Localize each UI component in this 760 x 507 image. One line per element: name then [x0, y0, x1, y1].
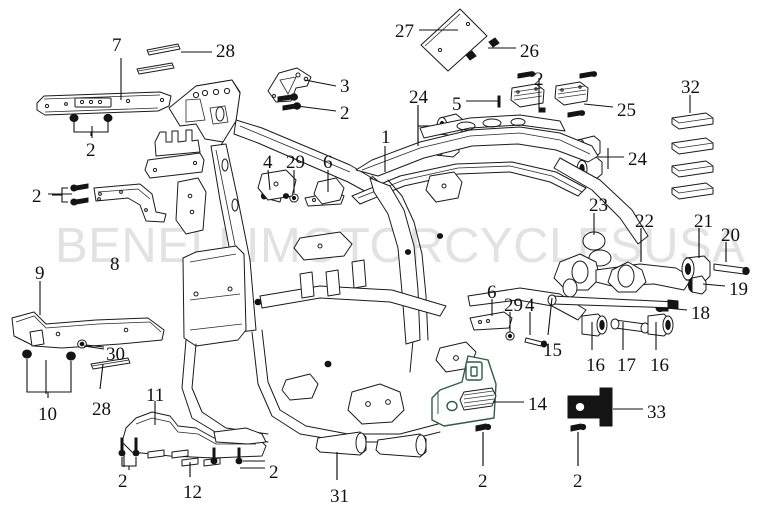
part-4-pin-bolt-lower: [524, 337, 548, 348]
callout-number-c27: 27: [395, 21, 414, 42]
leader-line-19: [702, 283, 726, 287]
part-28-rubber-strips-top: [136, 43, 181, 75]
callout-number-c5: 5: [452, 94, 462, 115]
part-6-link-plate-lower: [469, 311, 513, 331]
part-2-bolts-guard: [118, 437, 265, 470]
part-10-rail-bolts: [22, 349, 76, 398]
part-25-clamp-blocks: [510, 71, 598, 118]
callout-number-c25: 25: [617, 100, 636, 121]
part-33-stand-bracket: [567, 387, 613, 427]
callout-number-c8: 8: [110, 254, 120, 275]
callout-number-c7: 7: [112, 35, 122, 56]
leader-line-4: [267, 169, 271, 191]
callout-number-c26: 26: [520, 41, 539, 62]
callout-number-c29a: 29: [286, 152, 305, 173]
callout-number-c2e: 2: [118, 471, 128, 492]
callout-number-c20: 20: [721, 225, 740, 246]
callout-number-c19: 19: [729, 279, 748, 300]
leader-line-30: [83, 345, 105, 350]
callout-number-c15: 15: [543, 340, 562, 361]
leader-line-3: [304, 79, 337, 87]
callout-number-c3: 3: [340, 76, 350, 97]
part-28-rubber-strip-lower: [90, 357, 131, 370]
part-32-spacer-plates: [671, 112, 714, 200]
part-16-bush-sleeve-left: [581, 313, 608, 337]
callout-number-c12: 12: [183, 482, 202, 503]
callout-number-c29b: 29: [504, 295, 523, 316]
callout-number-c2a: 2: [86, 140, 96, 161]
callout-number-c6a: 6: [323, 152, 333, 173]
part-16-bush-sleeve-right: [647, 313, 674, 337]
callout-number-c2c: 2: [32, 186, 42, 207]
part-22-rear-link-assembly: [553, 228, 693, 298]
leader-line-18: [665, 307, 688, 311]
callout-number-c2d: 2: [534, 69, 544, 90]
part-1-main-frame-assembly: [144, 79, 649, 443]
callout-number-c9: 9: [35, 263, 45, 284]
callout-number-c23: 23: [589, 195, 608, 216]
part-9-lower-side-rail: [11, 311, 165, 349]
callout-number-c32: 32: [681, 77, 700, 98]
part-17-pivot-sleeve: [610, 318, 650, 334]
callout-number-c28a: 28: [216, 41, 235, 62]
part-21-collar: [681, 228, 711, 283]
callout-number-c24b: 24: [628, 149, 647, 170]
callout-number-c2f: 2: [269, 462, 279, 483]
part-14-footpeg-bracket: [431, 355, 497, 427]
callout-number-c2g: 2: [478, 471, 488, 492]
part-2-bolts-for-bracket-3: [277, 93, 301, 111]
callout-number-c2h: 2: [573, 471, 583, 492]
callout-number-c4b: 4: [525, 295, 535, 316]
callout-number-c14: 14: [528, 394, 547, 415]
leader-line-2: [296, 105, 337, 112]
leader-line-28: [99, 363, 104, 390]
callout-number-c31: 31: [330, 486, 349, 507]
leader-line-25: [583, 103, 614, 108]
callout-number-c16a: 16: [586, 355, 605, 376]
part-7-upper-cross-rail: [36, 91, 172, 116]
callout-number-c11: 11: [146, 385, 165, 406]
part-31-distance-tubes: [315, 431, 427, 480]
callout-number-c30: 30: [106, 344, 125, 365]
part-2-bolts-for-rail-7: [69, 113, 113, 136]
callout-number-c24a: 24: [409, 87, 428, 108]
callout-number-c16b: 16: [650, 355, 669, 376]
callout-leader-lines: [39, 29, 727, 480]
callout-number-c28b: 28: [92, 399, 111, 420]
callout-number-c33: 33: [647, 402, 666, 423]
callout-number-c4a: 4: [263, 152, 273, 173]
callout-number-c18: 18: [691, 303, 710, 324]
part-11-engine-under-guard: [121, 411, 267, 459]
callout-number-c21: 21: [694, 211, 713, 232]
callout-number-c22: 22: [635, 211, 654, 232]
callout-number-c17: 17: [617, 355, 636, 376]
callout-number-c2b: 2: [340, 103, 350, 124]
leader-line-15: [547, 297, 553, 336]
part-29-washer-lower: [505, 331, 515, 341]
part-26-screws: [465, 37, 500, 61]
part-19-bush-half: [687, 275, 707, 295]
part-3-triangular-bracket: [267, 67, 312, 103]
callout-number-c10: 10: [38, 404, 57, 425]
part-lower-left-bracket: [93, 183, 167, 223]
part-2-bolts-left-lower: [52, 183, 89, 206]
callout-number-c1: 1: [381, 127, 391, 148]
callout-number-c6b: 6: [487, 282, 497, 303]
